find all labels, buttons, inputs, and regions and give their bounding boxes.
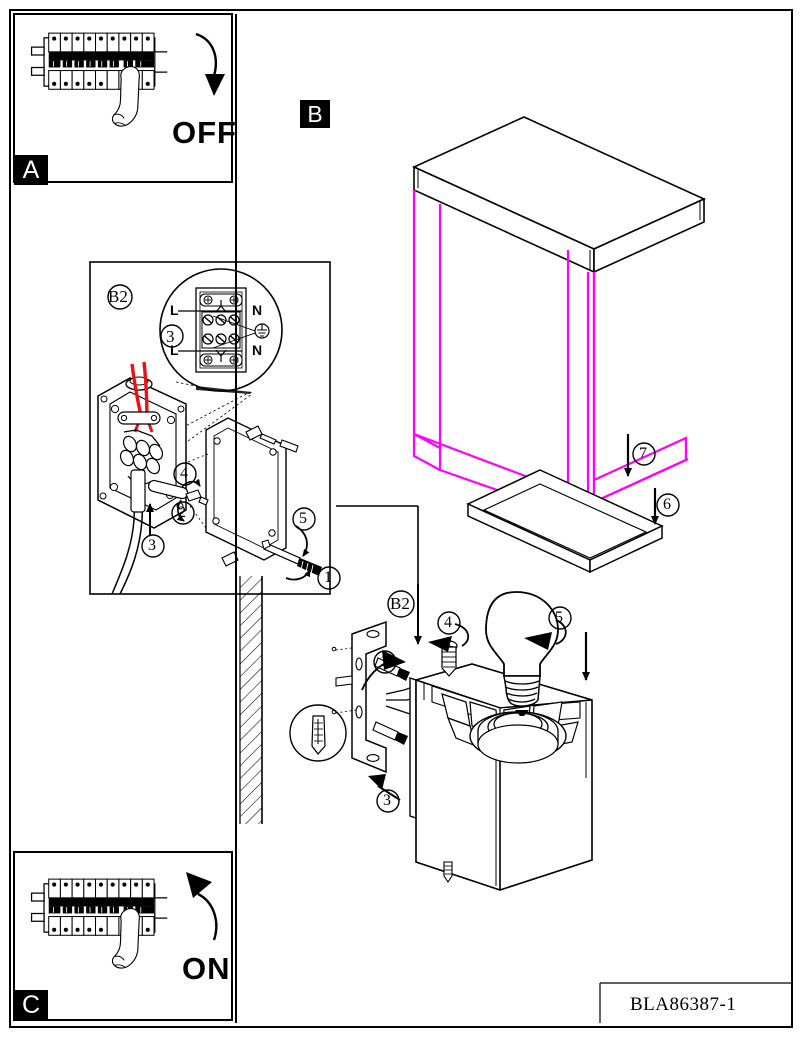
callout-rings-b2	[107, 284, 341, 590]
detail-leader-lines	[175, 381, 253, 448]
wall-plug-icon	[311, 715, 326, 755]
callout-housing-3: 3	[383, 793, 391, 809]
callout-3b-text: 3	[148, 537, 156, 554]
off-arrow-head	[205, 74, 225, 96]
panel-tag-b2-label: B2	[108, 287, 128, 306]
junction-box-open	[97, 361, 189, 595]
callout-b2-detail-3: 3	[166, 328, 175, 345]
terminal-label-l-top: L	[170, 303, 179, 317]
terminal-label-n-bottom: N	[252, 343, 262, 357]
luminaire-exploded-upper	[412, 116, 706, 574]
callout-5-text: 5	[299, 510, 307, 527]
product-code-text: BLA86387-1	[630, 994, 737, 1015]
callout-base-text: 6	[663, 496, 671, 513]
wall-section	[239, 576, 263, 824]
callout-shade-7: 7	[639, 446, 647, 462]
l-top-text: L	[170, 302, 179, 318]
lamp-socket	[469, 711, 567, 764]
callout-base-6: 6	[663, 497, 671, 513]
callout-shade-text: 7	[639, 445, 647, 462]
callout-1-text: 1	[324, 569, 332, 586]
panel-tag-a-label: A	[22, 155, 40, 184]
page-border	[9, 9, 793, 1028]
callout-b2-step-2: 2	[178, 505, 186, 521]
off-label: OFF	[172, 117, 237, 148]
luminaire-exploded-lower	[289, 505, 593, 891]
panel-b	[235, 14, 706, 1023]
callout-2-text: 2	[178, 504, 186, 521]
callout-3-text: 3	[166, 327, 175, 346]
screwdriver-icon	[261, 539, 322, 576]
panel-c	[13, 851, 233, 1021]
off-text: OFF	[172, 115, 237, 150]
n-bottom-text: N	[252, 342, 263, 358]
panel-a	[13, 13, 233, 183]
callout-bulb-text: 5	[555, 609, 563, 626]
panel-tag-c-label: C	[21, 990, 41, 1019]
n-top-text: N	[252, 302, 263, 318]
callout-screw-text: 4	[444, 614, 452, 631]
cover-screws	[221, 425, 277, 567]
off-arrow-curve	[195, 32, 218, 77]
panel-tag-b-label: B	[307, 100, 323, 127]
arrow-step-3-head	[368, 774, 386, 790]
panel-b2	[89, 261, 331, 595]
callout-4-text: 4	[180, 465, 188, 482]
b2-pointer-label: B2	[390, 595, 410, 612]
callout-housing-text: 3	[383, 792, 391, 809]
l-bottom-text: L	[170, 342, 179, 358]
callout-b2-step-5: 5	[299, 511, 307, 527]
callout-bulb-5: 5	[555, 610, 563, 626]
on-text: ON	[182, 951, 231, 986]
callout-screw-4: 4	[444, 615, 452, 631]
breaker-bank-c	[30, 878, 168, 936]
panel-tag-a: A	[14, 155, 48, 185]
callout-b2-step-4: 4	[180, 466, 188, 482]
terminal-label-l-bottom: L	[170, 343, 179, 357]
mounting-bracket	[335, 620, 387, 774]
arrow-step-5-head	[524, 632, 552, 650]
arrow-step-4-head	[428, 636, 452, 652]
callout-bracket-1: 1	[380, 654, 388, 670]
screw-step-2	[185, 489, 209, 506]
callout-rings	[373, 442, 680, 813]
housing-back-plate	[409, 677, 417, 819]
light-bulb-icon	[485, 591, 559, 716]
panel-tag-b: B	[300, 100, 330, 128]
terminal-block-detail	[178, 287, 270, 373]
lamp-housing-open	[415, 663, 593, 891]
on-arrow-curve	[197, 892, 218, 941]
housing-grub-screw	[443, 861, 453, 883]
on-arrow-head	[186, 872, 212, 898]
product-code: BLA86387-1	[630, 995, 736, 1014]
callout-b2-step-3: 3	[148, 538, 156, 554]
arrow-step-1-head	[382, 650, 406, 670]
lamp-base-plate	[466, 469, 664, 574]
lamp-top-cap	[412, 116, 706, 274]
b2-pointer-text: B2	[390, 594, 410, 613]
terminal-label-n-top: N	[252, 303, 262, 317]
callout-b2-step-1: 1	[324, 570, 332, 586]
panel-tag-b2-detail: B2	[108, 288, 128, 305]
panel-tag-c: C	[14, 990, 48, 1020]
on-label: ON	[182, 953, 231, 984]
callout-bracket-text: 1	[380, 653, 388, 670]
breaker-bank-a	[30, 32, 168, 90]
junction-box-cover	[205, 417, 299, 567]
